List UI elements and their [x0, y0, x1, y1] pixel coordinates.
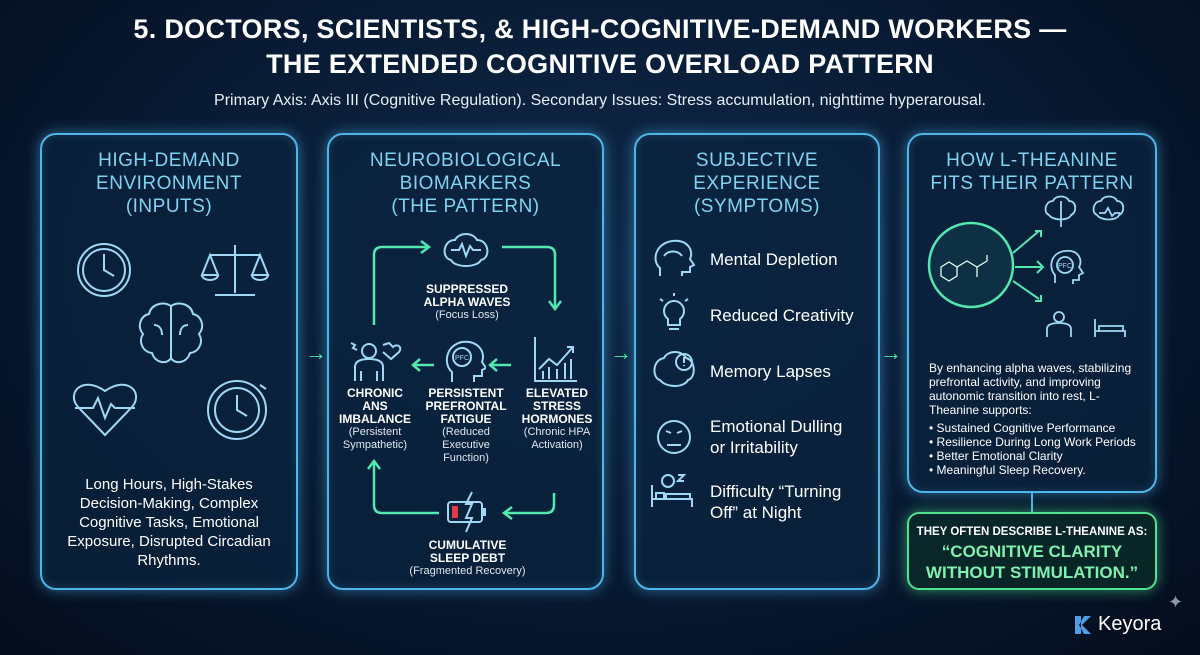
symptom-item: Memory Lapses: [710, 362, 831, 381]
brand-logo: Keyora: [1073, 613, 1161, 636]
benefit-item: • Resilience During Long Work Periods: [929, 435, 1136, 449]
heart-rate-icon: [72, 383, 138, 437]
symptom-item: Mental Depletion: [710, 250, 838, 269]
title-line-2: THE EXTENDED COGNITIVE OVERLOAD PATTERN: [266, 49, 934, 79]
arrow-right-icon: →: [880, 340, 902, 365]
benefit-item: • Meaningful Sleep Recovery.: [929, 463, 1086, 477]
keyora-logo-icon: [1075, 615, 1091, 634]
svg-text:PFC: PFC: [455, 355, 469, 362]
arrow-right-icon: →: [610, 340, 632, 365]
subtitle: Primary Axis: Axis III (Cognitive Regula…: [214, 92, 986, 109]
page-title: 5. DOCTORS, SCIENTISTS, & HIGH-COGNITIVE…: [0, 12, 1200, 82]
theanine-molecule-diagram: PFC: [927, 195, 1126, 337]
quote-box: THEY OFTEN DESCRIBE L-THEANINE AS: “COGN…: [907, 512, 1157, 590]
quote-lead: THEY OFTEN DESCRIBE L-THEANINE AS:: [916, 526, 1148, 538]
brain-head-icon: [654, 239, 696, 276]
theanine-intro: By enhancing alpha waves, stabilizing pr…: [929, 361, 1132, 417]
clock-icon: [77, 243, 131, 297]
rising-chart-icon: [534, 337, 577, 382]
cycle-arrows: [367, 240, 562, 520]
brain-icon: [138, 302, 204, 364]
benefit-item: • Better Emotional Clarity: [929, 449, 1063, 463]
brain-wave-icon: [443, 233, 489, 267]
benefit-item: • Sustained Cognitive Performance: [929, 421, 1116, 435]
brand-name: Keyora: [1098, 613, 1162, 635]
lightbulb-icon: [659, 293, 689, 330]
low-battery-icon: [447, 491, 486, 533]
connector-line: [1031, 493, 1033, 512]
scales-icon: [200, 245, 270, 296]
symptom-item: Reduced Creativity: [710, 306, 854, 325]
sparkle-icon: ✦: [1168, 592, 1184, 612]
timer-icon: [207, 380, 267, 440]
title-line-1: 5. DOCTORS, SCIENTISTS, & HIGH-COGNITIVE…: [133, 14, 1067, 44]
sleepless-bed-icon: [651, 474, 693, 507]
benefits-list: • Sustained Cognitive Performance • Resi…: [929, 421, 1136, 477]
arrow-right-icon: →: [305, 340, 327, 365]
brain-alert-icon: [653, 351, 695, 387]
frowning-face-icon: [657, 420, 691, 454]
stressed-person-heart-icon: [350, 341, 402, 381]
svg-text:PFC: PFC: [1058, 263, 1072, 270]
inputs-text: Long Hours, High-Stakes Decision-Making,…: [67, 476, 271, 569]
pfc-head-icon: PFC: [445, 340, 486, 382]
